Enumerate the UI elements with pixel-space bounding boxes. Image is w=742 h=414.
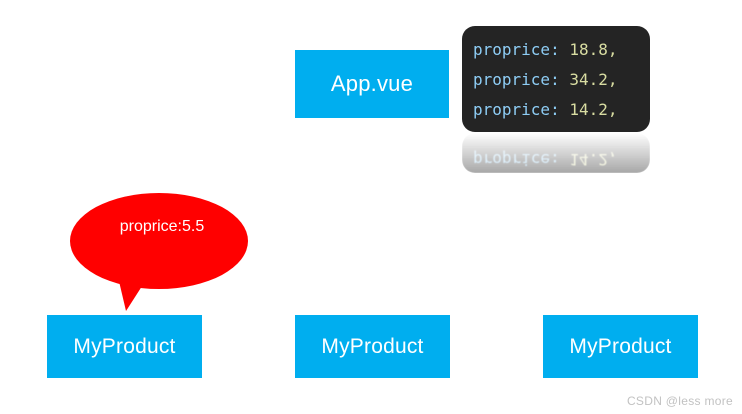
component-box-label: App.vue: [330, 71, 414, 96]
console-value: 34.2: [569, 70, 608, 89]
console-punct: ,: [607, 40, 618, 59]
console-reflection-key: proprice:: [473, 150, 560, 169]
console-line: proprice: 18.8,: [473, 35, 650, 65]
console-reflection: proprice: 14.2,: [462, 133, 650, 173]
speech-balloon: proprice:5.5: [70, 193, 248, 315]
console-line: proprice: 14.2,: [473, 95, 650, 125]
watermark-text: CSDN @less more: [626, 394, 733, 408]
component-box-label: MyProduct: [569, 335, 672, 358]
console-punct: ,: [607, 70, 618, 89]
component-box-myproduct-1[interactable]: MyProduct: [47, 315, 202, 378]
speech-balloon-label: proprice:5.5: [119, 218, 205, 235]
console-punct: ,: [607, 100, 618, 119]
console-reflection-value: 14.2: [569, 150, 608, 169]
component-box-myproduct-2[interactable]: MyProduct: [295, 315, 450, 378]
console-key: proprice:: [473, 100, 560, 119]
component-box-myproduct-3[interactable]: MyProduct: [543, 315, 698, 378]
component-box-label: MyProduct: [73, 335, 176, 358]
console-reflection-line: proprice: 14.2,: [473, 145, 650, 173]
console-reflection-punct: ,: [607, 150, 618, 169]
component-box-label: MyProduct: [321, 335, 424, 358]
console-key: proprice:: [473, 40, 560, 59]
component-box-app-vue[interactable]: App.vue: [295, 50, 449, 118]
speech-balloon-shape: [70, 193, 248, 311]
console-key: proprice:: [473, 70, 560, 89]
console-line: proprice: 34.2,: [473, 65, 650, 95]
console-value: 18.8: [569, 40, 608, 59]
console-output-block: proprice: 18.8, proprice: 34.2, proprice…: [462, 26, 650, 132]
console-value: 14.2: [569, 100, 608, 119]
